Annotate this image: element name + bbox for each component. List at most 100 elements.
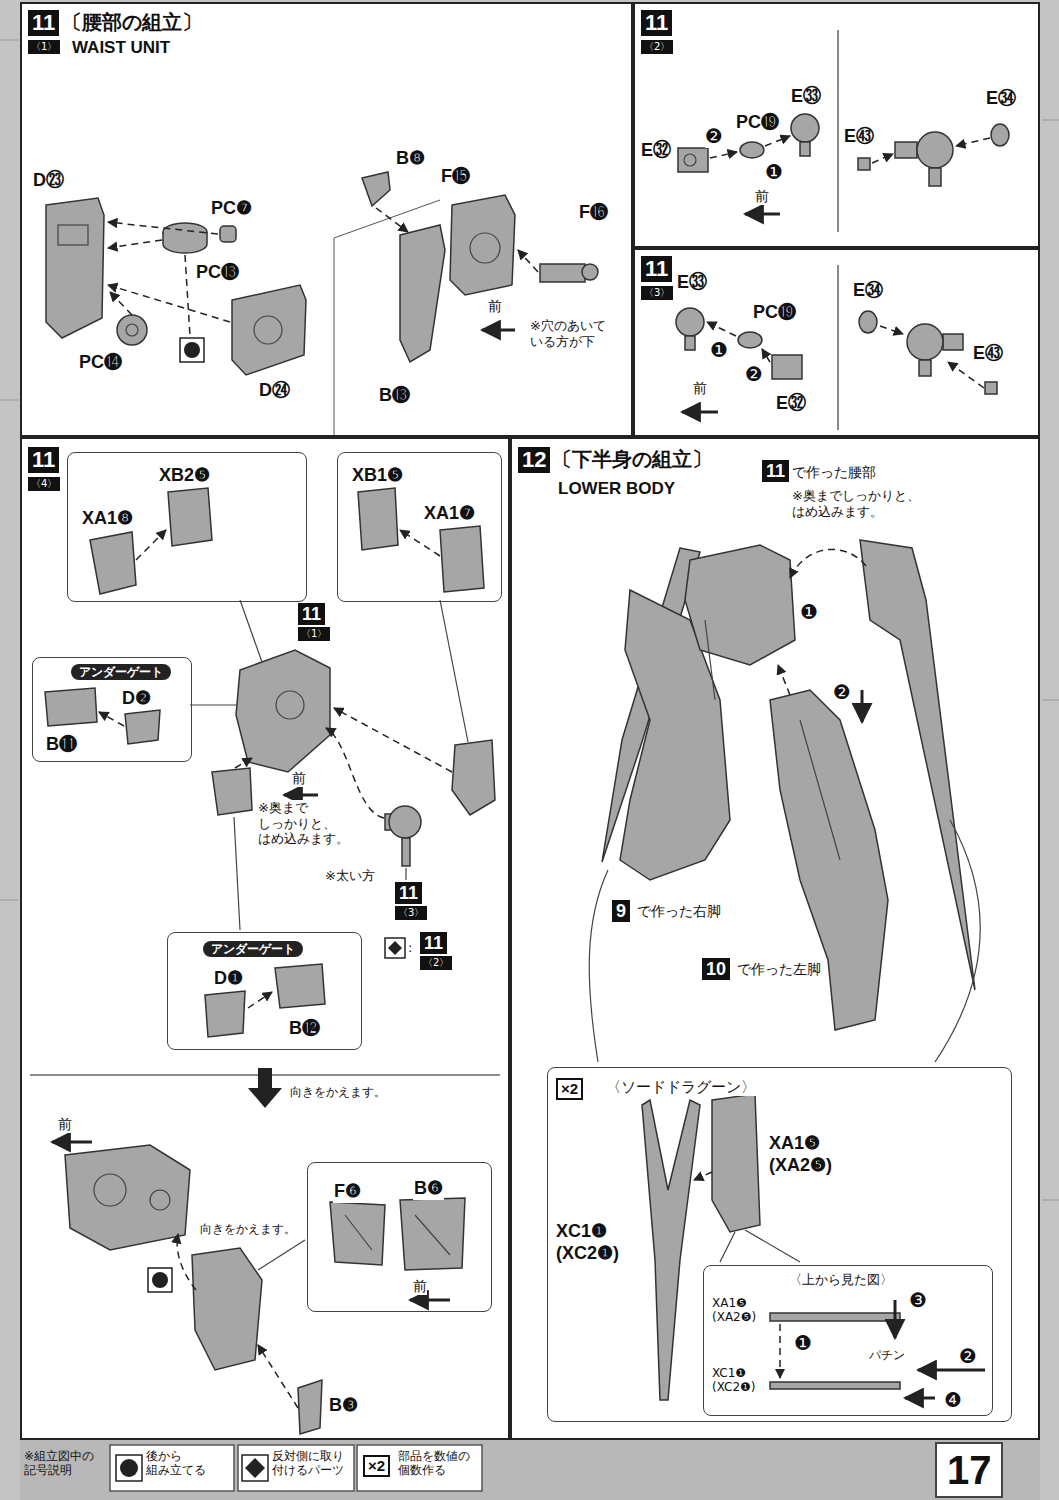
part-name: E㉞ — [985, 88, 1017, 110]
sub-step-tag: 〈2〉 — [641, 40, 673, 54]
quantity-mark: ×2 — [556, 1078, 583, 1100]
note: 〈ソードドラグーン〉 — [606, 1078, 756, 1096]
section-number: 11 — [28, 447, 59, 473]
part-name: E㉜ — [640, 140, 672, 162]
note: 前 — [693, 380, 707, 397]
step-number: ❶ — [794, 1331, 812, 1355]
assembly-panel: 11〈2〉 — [633, 2, 1040, 248]
note: ※組立図中の 記号説明 — [24, 1449, 102, 1478]
section-number: 10 — [702, 958, 730, 980]
under-gate-tag: アンダーゲート — [203, 941, 303, 957]
sub-step-tag: 〈4〉 — [28, 477, 60, 491]
sub-step-tag: 〈2〉 — [420, 956, 452, 970]
section-number: 9 — [612, 900, 630, 922]
inset-box: XB1❺ XA1❼ — [337, 452, 502, 602]
section-title: 〔下半身の組立〕 — [552, 447, 712, 471]
part-name: B❻ — [413, 1178, 444, 1200]
part-name: D㉔ — [258, 380, 291, 402]
section-number: 12 — [518, 447, 550, 473]
legend-text: 反対側に取り 付けるパーツ — [272, 1449, 350, 1478]
note: XA1❺ (XA2❺) — [712, 1296, 767, 1325]
section-number: 11 — [641, 10, 672, 36]
inset-box: アンダーゲート D❷ B⓫ — [32, 657, 192, 762]
sub-step-tag: 〈3〉 — [641, 286, 673, 300]
section-title: 〔腰部の組立〕 — [62, 10, 202, 34]
step-number: ❷ — [959, 1344, 977, 1368]
quantity-mark: ×2 — [363, 1455, 390, 1477]
page-number: 17 — [947, 1446, 992, 1494]
note: 前 — [292, 770, 306, 787]
step-number: ❷ — [745, 362, 763, 386]
part-name: PC⓮ — [78, 352, 123, 374]
section-number: 11 — [641, 256, 672, 282]
part-name: B❸ — [328, 1395, 359, 1417]
sub-step-tag: 〈1〉 — [298, 627, 330, 641]
part-name: F⓰ — [578, 202, 609, 224]
note: 前 — [413, 1278, 427, 1295]
part-name: B⓭ — [378, 385, 411, 407]
step-number: ❶ — [765, 160, 783, 184]
note: パチン — [869, 1348, 905, 1362]
section-number: 11 — [395, 882, 422, 904]
part-name: XA1❺ (XA2❺) — [768, 1133, 860, 1176]
legend-text: 後から 組み立てる — [146, 1449, 224, 1478]
assembly-panel: 12〔下半身の組立〕 LOWER BODY ×2 〈ソードドラグーン〉 XA1❺ (XA… — [510, 437, 1040, 1440]
section-number: 11 — [420, 932, 447, 954]
note: 〈上から見た図〉 — [789, 1272, 893, 1288]
under-gate-tag: アンダーゲート — [71, 664, 171, 680]
note: : — [408, 940, 412, 956]
note: ※太い方 — [325, 868, 375, 884]
page-number-box: 17 — [935, 1442, 1003, 1498]
section-number: 11 — [298, 603, 325, 625]
section-title-en: LOWER BODY — [558, 479, 675, 499]
part-name: F⓯ — [440, 166, 471, 188]
part-name: E㊸ — [843, 126, 875, 148]
step-number: ❸ — [909, 1288, 927, 1312]
note: ※奥までしっかりと、 はめ込みます。 — [792, 488, 930, 519]
step-number: ❶ — [710, 338, 728, 362]
part-name: D㉓ — [32, 170, 65, 192]
sub-step-tag: 〈3〉 — [395, 906, 427, 920]
inset-box: ×2〈ソードドラグーン〉XA1❺ (XA2❺)XC1❶ (XC2❶)〈上から見た… — [547, 1067, 1012, 1422]
note: 前 — [58, 1116, 72, 1133]
inset-box: XB2❺ XA1❽ — [67, 452, 307, 602]
part-name: B⓫ — [45, 734, 78, 756]
part-name: PC⓭ — [195, 262, 240, 284]
part-name: XC1❶ (XC2❶) — [555, 1221, 647, 1264]
part-name: E㉝ — [676, 272, 708, 294]
part-name: D❷ — [121, 688, 152, 710]
legend-text: 部品を数値の 個数作る — [398, 1449, 476, 1478]
note: 向きをかえます。 — [200, 1222, 296, 1236]
inset-box: 〈上から見た図〉 XA1❺ (XA2❺) ❸ ❶ パチン ❷ ❹ XC1❶ (XC2❶) — [703, 1265, 993, 1416]
section-title-en: WAIST UNIT — [72, 38, 170, 58]
part-name: F❻ — [333, 1181, 362, 1203]
step-number: ❶ — [800, 600, 818, 624]
part-name: E㉞ — [852, 280, 884, 302]
step-number: ❷ — [833, 680, 851, 704]
step-number: ❹ — [944, 1388, 962, 1412]
part-name: E㉝ — [790, 86, 822, 108]
part-name: PC⓳ — [735, 112, 780, 134]
part-name: D❶ — [213, 968, 244, 990]
note: ※穴のあいて いる方が下 — [530, 318, 615, 349]
sub-step-tag: 〈1〉 — [28, 40, 60, 54]
part-name: XA1❼ — [423, 503, 476, 525]
part-name: XA1❽ — [81, 508, 134, 530]
part-name: B⓬ — [288, 1018, 321, 1040]
part-name: XB1❺ — [351, 465, 404, 487]
part-name: E㊸ — [972, 343, 1004, 365]
part-name: B❽ — [395, 148, 426, 170]
note: で作った腰部 — [792, 464, 876, 481]
step-number: ❷ — [705, 124, 723, 148]
note: 向きをかえます。 — [290, 1085, 386, 1099]
part-name: E㉜ — [775, 393, 807, 415]
note: 前 — [755, 188, 769, 205]
part-name: XB2❺ — [158, 465, 211, 487]
part-name: PC⓳ — [752, 302, 797, 324]
inset-box: F❻ B❻ 前 — [307, 1162, 492, 1312]
note: ※奥まで しっかりと、 はめ込みます。 — [258, 800, 352, 847]
note: XC1❶ (XC2❶) — [712, 1366, 767, 1395]
inset-box: アンダーゲート D❶ B⓬ — [167, 932, 362, 1050]
note: で作った右脚 — [637, 903, 721, 920]
section-number: 11 — [762, 460, 789, 482]
